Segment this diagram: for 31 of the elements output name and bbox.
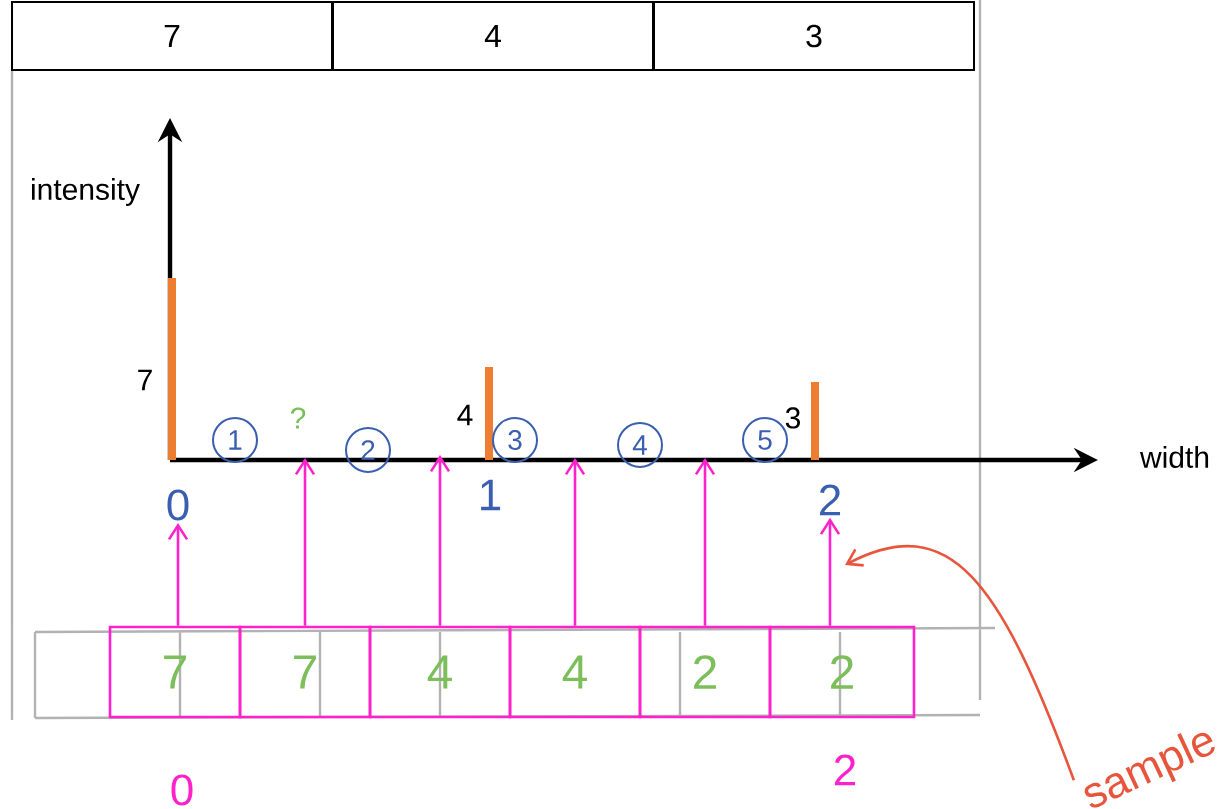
index-number: 1 bbox=[481, 479, 501, 511]
bar-value: 4 bbox=[457, 404, 473, 426]
tape-cell: 7 bbox=[238, 625, 372, 719]
arrow bbox=[564, 458, 586, 626]
index-number: 2 bbox=[820, 484, 841, 516]
table-cell: 3 bbox=[653, 1, 975, 71]
table-cell: 4 bbox=[332, 1, 654, 71]
tape-cell: 4 bbox=[368, 625, 512, 719]
circled-number: 4 bbox=[617, 422, 663, 468]
axis-label: intensity bbox=[32, 178, 140, 206]
arrow bbox=[294, 458, 316, 626]
axis-label: width bbox=[1139, 446, 1209, 468]
question-mark: ? bbox=[290, 407, 306, 429]
index-number: 0 bbox=[171, 774, 193, 806]
arrow bbox=[845, 545, 1076, 781]
index-number: 0 bbox=[167, 489, 189, 521]
circled-number: 3 bbox=[492, 417, 538, 463]
arrow bbox=[167, 522, 189, 626]
tape-cell: 2 bbox=[768, 625, 916, 719]
bar-value: 3 bbox=[785, 407, 801, 429]
bar-value: 7 bbox=[138, 369, 152, 391]
circled-number: 2 bbox=[345, 427, 391, 473]
tape-cell: 7 bbox=[108, 625, 242, 719]
circled-number: 1 bbox=[212, 417, 258, 463]
arrow bbox=[694, 458, 716, 626]
arrow bbox=[429, 455, 451, 626]
index-number: 2 bbox=[835, 754, 856, 786]
table-cell: 7 bbox=[11, 1, 333, 71]
tape-cell: 2 bbox=[638, 625, 772, 719]
arrow bbox=[819, 517, 841, 626]
tape-cell: 4 bbox=[508, 625, 642, 719]
